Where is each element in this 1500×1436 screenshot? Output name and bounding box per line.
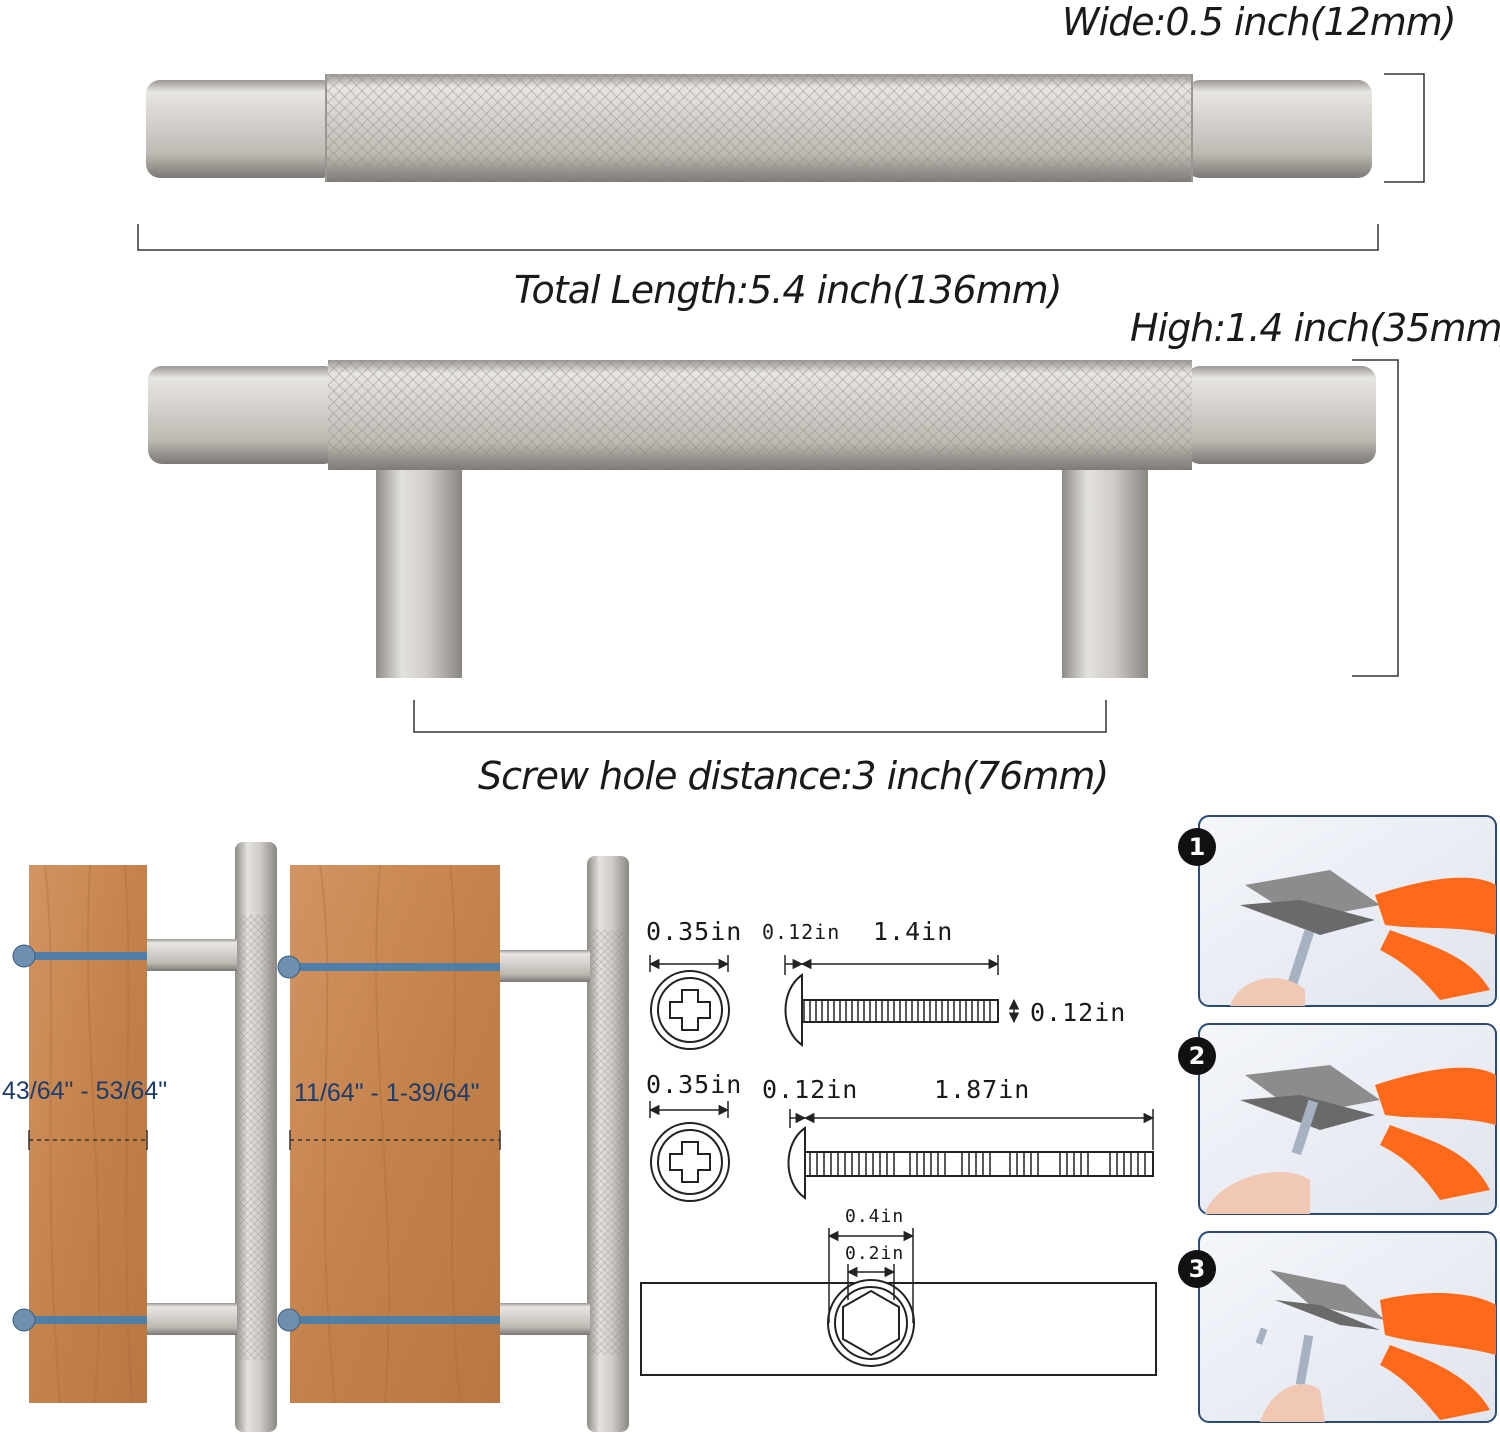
installation-right [277,856,629,1432]
long-screw-head-label: 0.35in [646,1070,743,1099]
handle-top-view [146,74,1372,182]
short-screw-head-depth-label: 0.12in [762,920,841,944]
hole-outer-label: 0.4in [845,1206,905,1227]
long-screw-length-label: 1.87in [934,1075,1031,1104]
total-length-label: Total Length:5.4 inch(136mm) [514,268,1062,312]
hole-inner-label: 0.2in [845,1243,905,1264]
total-length-bracket [137,224,1379,251]
short-screw-drawing [648,955,1020,1050]
step-photo-1 [1198,815,1497,1007]
handle-front-view [148,360,1376,678]
step-badge-2: 2 [1178,1037,1216,1075]
step-photo-2 [1198,1023,1497,1215]
width-bracket [1384,73,1425,183]
step-badge-1: 1 [1178,828,1216,866]
screw-hole-bracket [413,700,1107,733]
short-screw-diameter-label: 0.12in [1030,998,1127,1027]
long-screw-head-depth-label: 0.12in [762,1075,859,1104]
short-screw-head-label: 0.35in [646,917,743,946]
hole-drawing [640,1228,1157,1376]
short-screw-length-label: 1.4in [873,917,954,946]
wood-thickness-range-right: 11/64" - 1-39/64" [294,1079,480,1107]
height-bracket [1352,359,1399,677]
long-screw-drawing [648,1101,1155,1202]
high-label: High:1.4 inch(35mm) [1130,306,1500,350]
step-badge-3: 3 [1178,1250,1216,1288]
step-photo-3 [1198,1231,1497,1423]
screw-hole-distance-label: Screw hole distance:3 inch(76mm) [478,754,1109,798]
installation-left [12,842,277,1432]
wide-label: Wide:0.5 inch(12mm) [1062,0,1457,44]
wood-thickness-range-left: 43/64" - 53/64" [2,1077,168,1105]
